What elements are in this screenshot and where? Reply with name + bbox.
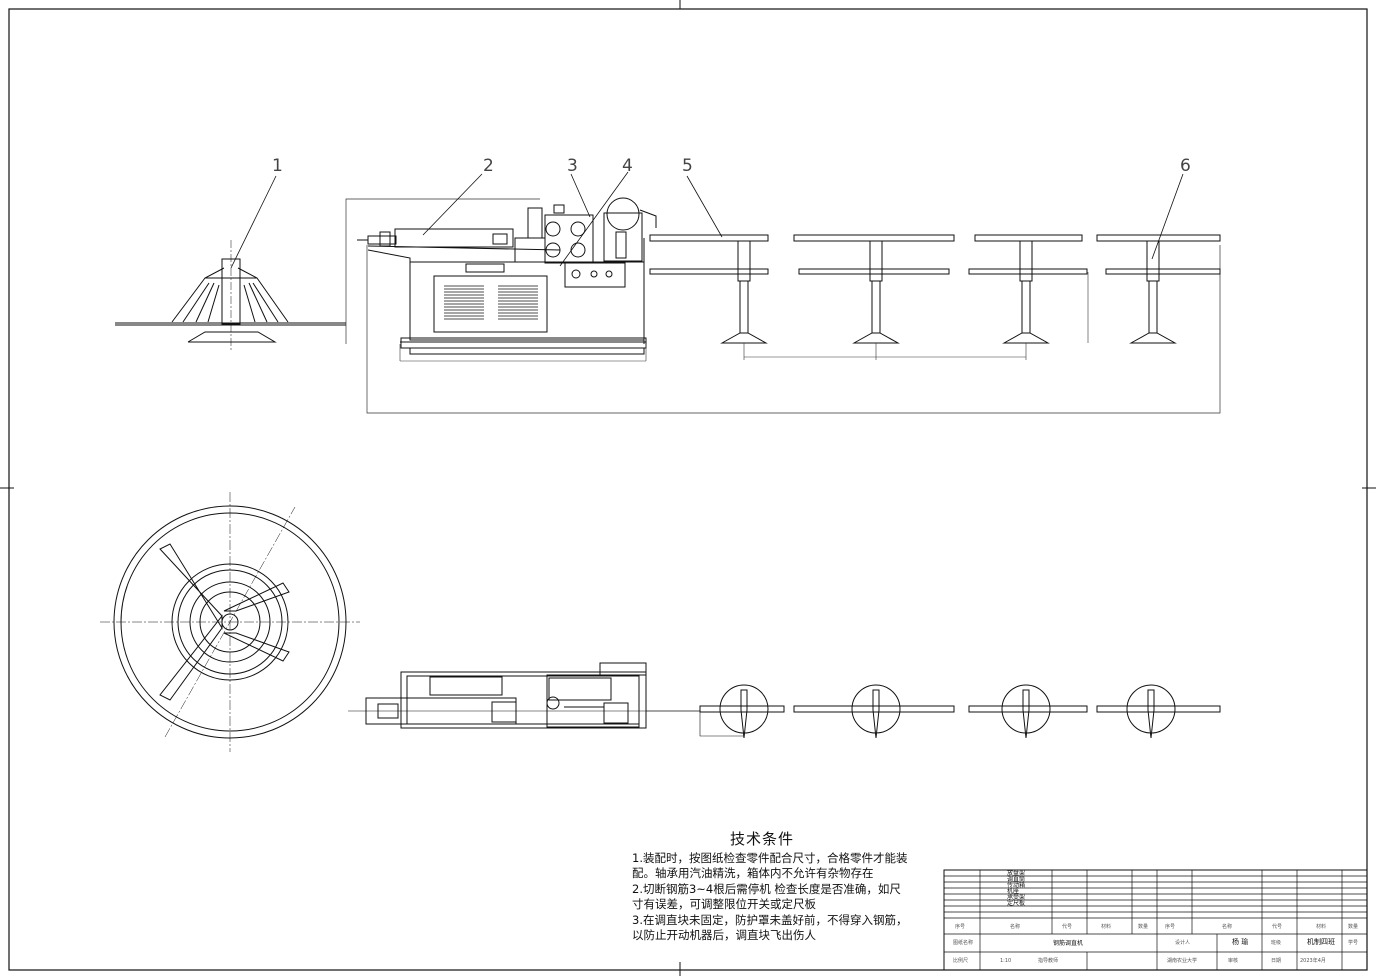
technical-notes: 技术条件 1.装配时，按图纸检查零件配合尺寸，合格零件才能装 配。轴承用汽油精洗… (632, 831, 932, 944)
review-label: 审核 (1228, 958, 1239, 964)
reel-stand (115, 240, 346, 352)
note-line: 3.在调直块未固定，防护罩未盖好前，不得穿入钢筋， (632, 912, 908, 927)
part-name: 定尺板 (1007, 900, 1026, 907)
class-label: 班级 (1271, 940, 1282, 946)
notes-title: 技术条件 (729, 830, 794, 848)
designer-name: 杨 瑜 (1232, 938, 1249, 946)
advisor-label: 指导教师 (1038, 958, 1059, 964)
leader-lines (230, 171, 1184, 269)
balloon-1: 1 (272, 156, 283, 176)
header-cell: 材料 (1316, 924, 1327, 930)
frame-plan-view (646, 684, 1221, 739)
reel-plan-view (100, 492, 360, 752)
balloon-3: 3 (567, 156, 578, 176)
machine-plan-view (348, 662, 700, 729)
school-name: 湖南农业大学 (1167, 958, 1198, 964)
balloon-numbers: 1 2 3 4 5 6 (272, 156, 1191, 176)
date-label: 日期 (1271, 958, 1282, 964)
header-cell: 序号 (955, 924, 966, 930)
drawing-name-label: 图纸名称 (953, 940, 974, 946)
transmission-box (544, 197, 657, 288)
drawing-name: 钢筋调直机 (1053, 940, 1084, 947)
sheet-border (8, 8, 1368, 971)
student-id-label: 学号 (1348, 940, 1359, 946)
straightening-machine (357, 197, 657, 362)
note-line: 寸有误差，可调整限位开关或定尺板 (632, 897, 816, 911)
title-block (943, 869, 1368, 971)
note-line: 配。轴承用汽油精洗，箱体内不允许有杂物存在 (632, 866, 874, 880)
designer-label: 设计人 (1175, 940, 1191, 946)
date-value: 2023年4月 (1300, 958, 1326, 964)
overall-length-dimension (366, 245, 1221, 414)
scale-label: 比例尺 (953, 958, 969, 964)
scale-value: 1:10 (1000, 958, 1012, 964)
class-name: 机制四班 (1307, 938, 1335, 946)
note-line: 2.切断钢筋3~4根后需停机 检查长度是否准确，如尺 (632, 881, 901, 896)
header-cell: 代号 (1272, 924, 1283, 930)
header-cell: 材料 (1101, 924, 1112, 930)
header-cell: 名称 (1222, 924, 1233, 930)
balloon-2: 2 (483, 156, 494, 176)
straightening-cylinder (394, 228, 514, 248)
part-name: 承受架 (1007, 894, 1026, 901)
part-name: 机座 (1007, 888, 1020, 895)
part-name: 传动箱 (1007, 882, 1026, 889)
height-dimension (345, 198, 540, 323)
balloon-6: 6 (1180, 156, 1191, 176)
top-view (100, 492, 1221, 752)
header-cell: 数量 (1138, 924, 1149, 930)
balloon-5: 5 (682, 156, 693, 176)
front-view (115, 171, 1221, 414)
header-cell: 序号 (1165, 924, 1176, 930)
balloon-4: 4 (622, 156, 633, 176)
header-cell: 代号 (1062, 924, 1073, 930)
note-line: 1.装配时，按图纸检查零件配合尺寸，合格零件才能装 (632, 850, 908, 865)
receiving-frame (649, 234, 1221, 360)
note-line: 以防止开动机器后，调直块飞出伤人 (632, 928, 816, 942)
header-cell: 名称 (1010, 924, 1021, 930)
header-cell: 数量 (1348, 924, 1359, 930)
part-name: 放盘架 (1007, 870, 1026, 877)
part-name: 调直筒 (1007, 876, 1026, 883)
